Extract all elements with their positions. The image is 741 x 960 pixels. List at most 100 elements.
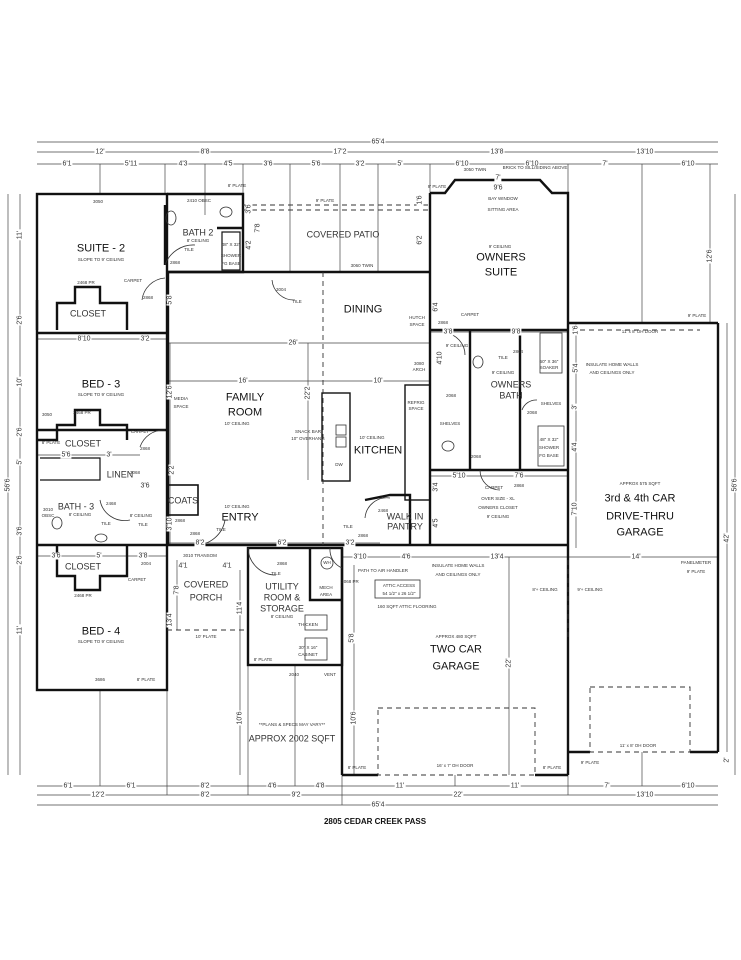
dimensions-interior-37-label: 4'4 xyxy=(571,441,579,453)
rooms-entry-ceiling-label: 10' CEILING xyxy=(224,503,250,509)
dimensions-top-detail-6-label: 3'2 xyxy=(354,160,366,168)
dimensions-top-detail-4-label: 3'6 xyxy=(262,160,274,168)
rooms-bath3-window-label: 3010 xyxy=(42,506,54,512)
dimensions-interior-46-label: 6'4 xyxy=(432,301,440,313)
dimensions-bottom-mid-1-label: 8'2 xyxy=(199,791,211,799)
rooms-garage2-path-label: PATH TO AIR HANDLER xyxy=(358,567,408,573)
dimensions-left-1-label: 2'6 xyxy=(16,314,24,326)
rooms-owners-bath-shelves-label: SHELVES xyxy=(439,420,461,426)
dimensions-top-mid-3-label: 13'8 xyxy=(489,148,505,156)
dimensions-right-2-label: 42' xyxy=(723,532,731,544)
dimensions-interior-44-label: 6'2 xyxy=(416,234,424,246)
dimensions-bottom-mid-4-label: 13'10 xyxy=(635,791,655,799)
rooms-suite2-door-label: 2868 xyxy=(142,294,154,300)
rooms-garage2-ceiling-label: 8'+ CEILING xyxy=(532,586,558,592)
dimensions-interior-49-label: 4'5 xyxy=(432,517,440,529)
rooms-owners-closet-door-label: 2868 xyxy=(513,482,525,488)
rooms-bed3-closet-label: CLOSET xyxy=(64,438,102,449)
dimensions-interior-4-label: 10' xyxy=(372,377,384,385)
dimensions-top-detail-9-label: 6'10 xyxy=(524,160,540,168)
dimensions-interior-12-label: 6'2 xyxy=(276,539,288,547)
dimensions-interior-15-label: 4'6 xyxy=(400,553,412,561)
dimensions-interior-47-label: 4'10 xyxy=(436,350,444,366)
rooms-garage34-door-top-label: 11' x 8' OH DOOR xyxy=(621,328,659,334)
dimensions-top-detail-1-label: 5'11 xyxy=(123,160,139,168)
dimensions-interior-14-label: 3'10 xyxy=(352,553,368,561)
dimensions-interior-1-label: 3'2 xyxy=(139,335,151,343)
dimensions-interior-36-label: 7'10 xyxy=(571,501,579,517)
dimensions-bottom-detail-7-label: 7' xyxy=(603,782,611,790)
rooms-utility-cab1-label: 30" X 16" xyxy=(298,644,318,650)
rooms-bed4-closet-door2-label: 2004 xyxy=(140,560,152,566)
rooms-garage2-attic1-label: ATTIC ACCESS xyxy=(382,582,416,588)
dimensions-bottom-detail-4-label: 4'8 xyxy=(314,782,326,790)
dimensions-right-1-label: 56'6 xyxy=(731,477,739,493)
rooms-garage2-plate-r-label: 8' PLATE xyxy=(542,764,562,770)
rooms-owners-plate-label: 9' PLATE xyxy=(427,183,447,189)
rooms-family-media1-label: MEDIA xyxy=(173,395,189,401)
notes-plans-label: **PLANS & SPECS MAY VARY** xyxy=(258,721,326,727)
rooms-garage2-sqft-label: APPROX 480 SQFT xyxy=(435,633,477,639)
dimensions-interior-13-label: 3'2 xyxy=(344,539,356,547)
rooms-patio-tile-label: TILE xyxy=(292,298,302,304)
dimensions-interior-27-label: 2'2 xyxy=(168,464,176,476)
dimensions-interior-50-label: 7' xyxy=(494,174,502,182)
dimensions-top-detail-5-label: 5'6 xyxy=(310,160,322,168)
rooms-owners-bath-soaker1-label: 60" X 36" xyxy=(539,358,559,364)
rooms-bath3-ceiling-label: 8' CEILING xyxy=(68,511,92,517)
rooms-kitchen-tile-label: TILE xyxy=(343,523,353,529)
dimensions-interior-24-label: 12'6 xyxy=(166,384,174,400)
dimensions-interior-40-label: 1'6 xyxy=(572,324,580,336)
dimensions-interior-51-label: 9'6 xyxy=(492,184,504,192)
rooms-owners-bath-door3-label: 2068 xyxy=(526,409,538,415)
walls xyxy=(35,178,720,777)
dimensions-right-0-label: 12'6 xyxy=(706,248,714,264)
dimensions-left-3-label: 2'6 xyxy=(16,426,24,438)
rooms-bath2-window-label: 2410 OBSC xyxy=(186,197,212,203)
rooms-bath3-name-label: BATH - 3 xyxy=(57,501,95,512)
rooms-utility-wh-label: WH xyxy=(323,559,331,565)
rooms-patio-window-label: 3060 TWIN xyxy=(350,262,374,268)
dimensions-bottom-mid-3-label: 22' xyxy=(452,791,464,799)
dimensions-interior-48-label: 3'4 xyxy=(432,481,440,493)
rooms-utility-mech2-label: AREA xyxy=(319,591,333,597)
rooms-owners-bay1-label: BAY WINDOW xyxy=(488,195,518,201)
rooms-pantry-name1-label: WALK IN xyxy=(386,511,424,522)
dimensions-bottom-detail-1-label: 6'1 xyxy=(125,782,137,790)
rooms-owners-bath-name1-label: OWNERS xyxy=(490,379,532,390)
dimensions-bottom-mid-2-label: 9'2 xyxy=(290,791,302,799)
rooms-owners-bath-arch2-label: ARCH xyxy=(412,366,426,372)
rooms-bath3-door-label: 2468 xyxy=(105,500,117,506)
rooms-entry-door-label: 2868 xyxy=(189,530,201,536)
dimensions-top-mid-0-label: 12' xyxy=(94,148,106,156)
rooms-owners-bath-door2-label: 2068 xyxy=(445,392,457,398)
dimensions-interior-26-label: 5'8 xyxy=(166,294,174,306)
rooms-bed3-window-label: 3050 xyxy=(41,411,53,417)
dimensions-top-mid-4-label: 13'10 xyxy=(635,148,655,156)
dimensions-interior-5-label: 5'6 xyxy=(60,451,72,459)
dimensions-interior-18-label: 4'1 xyxy=(177,562,189,570)
dimensions-bottom-detail-3-label: 4'6 xyxy=(266,782,278,790)
rooms-garage34-panel-label: PANELMETER xyxy=(680,559,712,565)
rooms-utility-name2-label: ROOM & xyxy=(263,592,301,603)
dimensions-interior-11-label: 8'2 xyxy=(194,539,206,547)
dimensions-top-total-label: 65'4 xyxy=(370,138,386,146)
rooms-bath2-ceiling-label: 8' CEILING xyxy=(186,237,210,243)
dimensions-bottom-detail-8-label: 6'10 xyxy=(680,782,696,790)
rooms-bed4-window-label: 3686 xyxy=(94,676,106,682)
rooms-owners-brick-label: BRICK TO SILL/SIDING ABOVE xyxy=(502,164,568,170)
dimensions-interior-3-label: 16' xyxy=(237,377,249,385)
dimensions-interior-38-label: 3' xyxy=(571,403,579,411)
rooms-suite2-window-label: 3050 xyxy=(92,198,104,204)
dimensions-interior-10-label: 3'8 xyxy=(137,552,149,560)
rooms-porch-plate-label: 10' PLATE xyxy=(195,633,217,639)
dimensions-interior-6-label: 3' xyxy=(105,451,113,459)
dimensions-left-0-label: 11' xyxy=(16,229,24,241)
dimensions-interior-31-label: 11'4 xyxy=(236,600,244,616)
rooms-utility-vent-label: VENT xyxy=(323,671,337,677)
rooms-garage34-name2-label: DRIVE-THRU xyxy=(606,510,674,523)
rooms-patio-plate-label: 9' PLATE xyxy=(315,197,335,203)
rooms-kitchen-snack1-label: SNACK BAR xyxy=(294,428,322,434)
rooms-suite2-note-label: SLOPE TO 9' CEILING xyxy=(77,256,125,262)
